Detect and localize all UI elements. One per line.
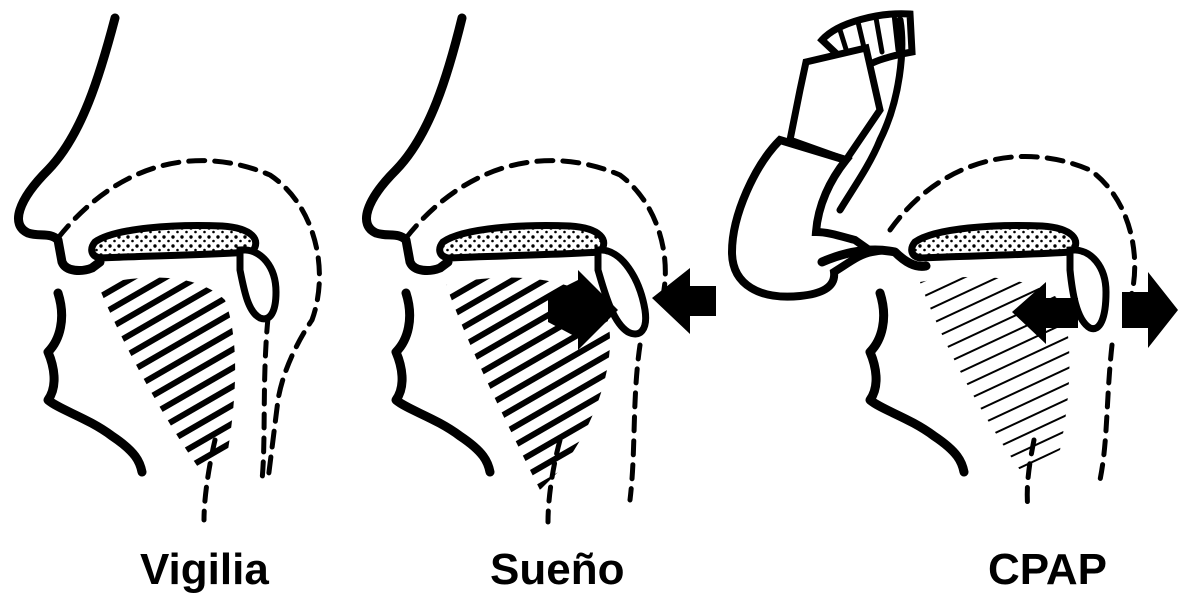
soft-palate [240,250,276,319]
hard-palate [92,226,256,258]
pharynx-posterior-wall [630,345,640,500]
panel-cpap [732,14,1178,510]
hard-palate [912,226,1076,258]
panel-awake [18,18,319,520]
pharynx-posterior-wall [1100,345,1112,480]
pharynx-posterior-wall [262,318,268,480]
hard-palate [440,226,604,258]
caption-awake: Vigilia [140,548,269,592]
pressure-arrow-right [1122,272,1178,348]
cpap-mask [732,140,872,297]
caption-cpap: CPAP [988,548,1107,592]
panel-asleep [366,18,716,522]
obstruction-arrow-outer [652,268,716,334]
caption-asleep: Sueño [490,548,624,592]
